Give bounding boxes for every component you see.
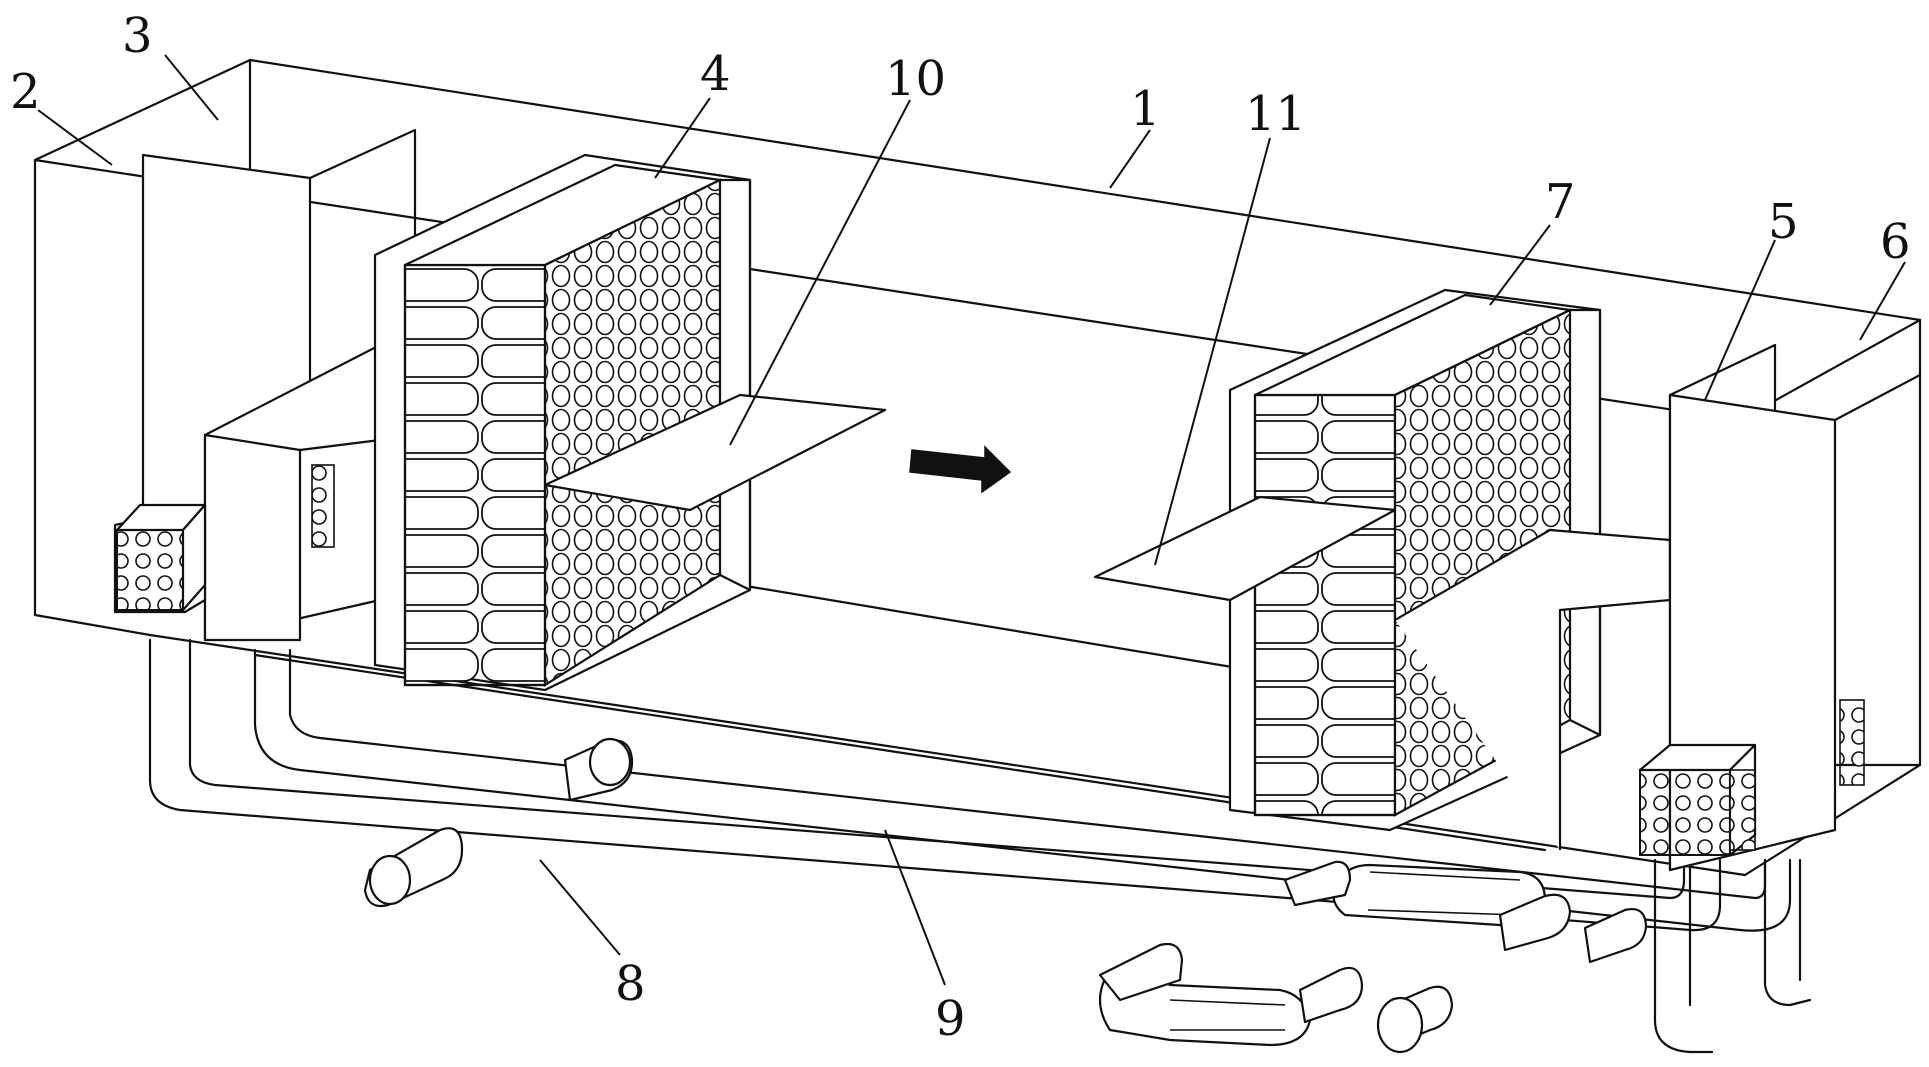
pipe-manifold-lower xyxy=(1098,942,1454,1054)
pipe-right-riser-c xyxy=(1763,858,1812,1007)
pipe-stub-center xyxy=(563,737,634,802)
callout-9: 9 xyxy=(884,829,966,1047)
callout-5-label: 5 xyxy=(1768,194,1799,250)
right-mid-baffle-11 xyxy=(1093,495,1397,602)
left-perforated-strip xyxy=(311,464,335,548)
left-tube-bundle xyxy=(373,153,887,692)
callout-10-label: 10 xyxy=(885,51,946,107)
callout-10: 10 xyxy=(729,51,946,446)
right-perforated-cube xyxy=(1638,743,1757,857)
left-mid-baffle-10 xyxy=(543,393,887,512)
callout-2: 2 xyxy=(10,64,113,166)
callout-1: 1 xyxy=(1109,81,1161,189)
callout-7: 7 xyxy=(1489,174,1576,306)
callout-4-label: 4 xyxy=(700,46,731,102)
right-tube-bundle xyxy=(1093,288,1672,850)
callout-7-label: 7 xyxy=(1545,174,1576,230)
callout-11-label: 11 xyxy=(1245,86,1306,142)
callouts: 1 2 3 4 5 6 7 8 xyxy=(10,8,1911,1047)
pipe-9-upper-edge xyxy=(253,648,1792,932)
callout-8: 8 xyxy=(539,859,646,1012)
pipe-right-riser-a xyxy=(1653,858,1714,1054)
left-chamber xyxy=(113,128,417,642)
callout-3-label: 3 xyxy=(122,8,153,64)
tank-left-top-edge xyxy=(33,58,252,162)
callout-8-label: 8 xyxy=(615,956,646,1012)
right-bundle-tube-stack xyxy=(1253,393,1397,817)
pipe-8-upper-edge xyxy=(148,638,1722,932)
pipe-stub-left xyxy=(363,827,464,908)
tank-back-top-edge xyxy=(248,58,1922,322)
right-chamber xyxy=(1638,343,1922,872)
callout-1-label: 1 xyxy=(1130,81,1161,137)
callout-4: 4 xyxy=(654,46,731,179)
callout-11: 11 xyxy=(1154,86,1306,566)
callout-6: 6 xyxy=(1859,214,1911,341)
callout-5: 5 xyxy=(1704,194,1799,401)
left-perforated-cube xyxy=(113,503,207,614)
flow-arrow-icon xyxy=(909,445,1012,494)
right-perforated-strip xyxy=(1839,699,1865,786)
callout-9-label: 9 xyxy=(935,991,966,1047)
left-partition-front xyxy=(203,433,302,642)
tank-floor-front-edge xyxy=(33,613,1747,877)
callout-3: 3 xyxy=(122,8,219,121)
left-bundle-tube-stack xyxy=(403,263,547,687)
callout-6-label: 6 xyxy=(1880,214,1911,270)
pipe-network xyxy=(148,638,1812,1054)
callout-2-label: 2 xyxy=(10,64,41,120)
tank-floor-mid-edge xyxy=(738,583,1252,672)
pipe-manifold-upper xyxy=(1283,860,1648,964)
